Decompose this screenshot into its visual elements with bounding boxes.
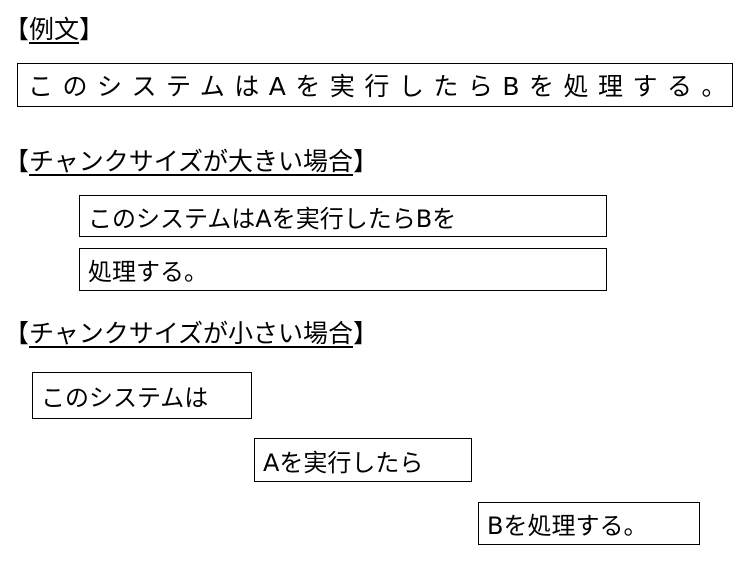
heading-bracket-open: 【	[4, 147, 30, 176]
heading-bracket-close: 】	[353, 147, 379, 176]
heading-bracket-close: 】	[353, 319, 379, 348]
large-chunk-2: 処理する。	[79, 248, 607, 291]
heading-bracket-open: 【	[4, 319, 30, 348]
large-chunk-1: このシステムはAを実行したらBを	[79, 195, 607, 237]
small-chunk-heading-title: チャンクサイズが小さい場合	[29, 319, 354, 348]
small-chunk-2: Aを実行したら	[254, 438, 472, 482]
example-heading-title: 例文	[29, 15, 80, 44]
small-chunk-3: Bを処理する。	[478, 502, 700, 545]
small-chunk-1: このシステムは	[32, 372, 252, 419]
small-chunk-heading: 【チャンクサイズが小さい場合】	[4, 318, 378, 350]
heading-bracket-open: 【	[4, 15, 30, 44]
heading-bracket-close: 】	[79, 15, 105, 44]
large-chunk-heading: 【チャンクサイズが大きい場合】	[4, 146, 378, 178]
example-sentence-box: このシステムはAを実行したらBを処理する。	[17, 63, 733, 107]
example-heading: 【例文】	[4, 14, 104, 46]
large-chunk-heading-title: チャンクサイズが大きい場合	[29, 147, 354, 176]
